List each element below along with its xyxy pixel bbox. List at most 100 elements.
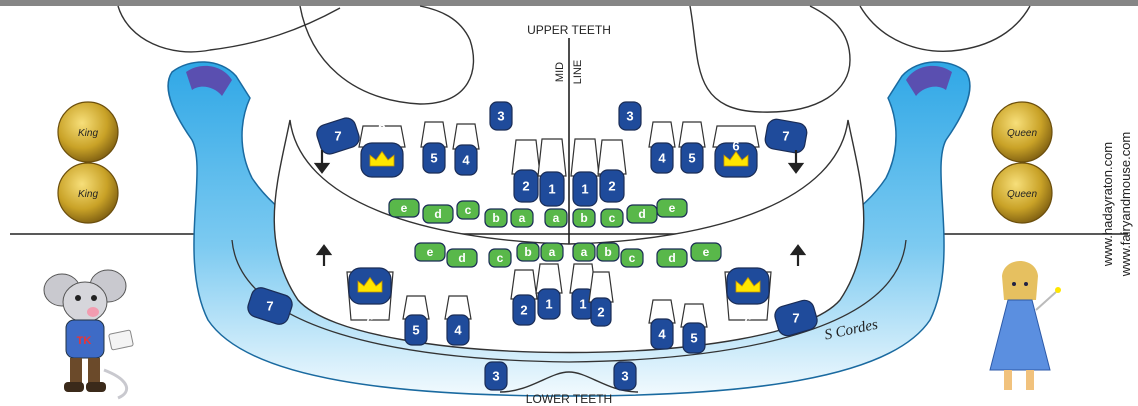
tooth-label: 3 (626, 109, 633, 124)
tooth-label: e (703, 245, 710, 259)
upper-permanent-tooth: 2 (512, 140, 540, 202)
lower-permanent-tooth: 2 (511, 270, 537, 325)
tooth-label: b (492, 211, 499, 225)
tooth-label: a (549, 245, 556, 259)
upper-primary-tooth: c (457, 201, 479, 219)
tooth-label: b (580, 211, 587, 225)
svg-text:TK: TK (77, 335, 92, 347)
fairy-mascot-icon (990, 261, 1061, 390)
tooth-label: 5 (412, 323, 419, 338)
tooth-label: a (553, 211, 560, 225)
upper-permanent-tooth: 6 (359, 119, 405, 177)
upper-primary-tooth: e (389, 199, 419, 217)
upper-primary-tooth: d (423, 205, 453, 223)
tooth-label: 3 (621, 369, 628, 384)
upper-permanent-tooth: 1 (538, 139, 566, 206)
svg-text:Queen: Queen (1007, 189, 1037, 200)
left-coins: King King (58, 102, 118, 223)
upper-primary-tooth: d (627, 205, 657, 223)
lower-primary-tooth: a (541, 243, 563, 261)
tooth-label: 1 (581, 182, 588, 197)
tooth-label: b (524, 245, 531, 259)
upper-permanent-tooth: 2 (598, 140, 626, 202)
lower-permanent-tooth: 6 (347, 268, 393, 330)
tooth-label: c (465, 203, 472, 217)
lower-permanent-tooth: 1 (536, 264, 562, 319)
cropped-header-text (0, 0, 1138, 6)
lower-primary-tooth: c (489, 249, 511, 267)
upper-primary-teeth: edcbaabcde (389, 199, 687, 227)
tooth-label: b (604, 245, 611, 259)
lower-primary-tooth: d (657, 249, 687, 267)
upper-permanent-tooth: 3 (619, 102, 641, 130)
tooth-label: 5 (430, 151, 437, 166)
tooth-label: 4 (462, 153, 470, 168)
tooth-label: 3 (492, 369, 499, 384)
tooth-label: e (427, 245, 434, 259)
tooth-label: d (458, 251, 465, 265)
lower-permanent-tooth: 5 (681, 304, 707, 353)
upper-permanent-tooth: 5 (421, 122, 447, 173)
right-coins: Queen Queen (992, 102, 1052, 223)
upper-permanent-tooth: 5 (679, 122, 705, 173)
lower-primary-tooth: a (573, 243, 595, 261)
tooth-label: 4 (658, 151, 666, 166)
upper-permanent-tooth: 3 (490, 102, 512, 130)
tooth-label: 4 (658, 327, 666, 342)
mouse-mascot-icon: TK (44, 270, 133, 398)
lower-teeth-label: LOWER TEETH (526, 392, 612, 406)
upper-primary-tooth: c (601, 209, 623, 227)
upper-permanent-tooth: 4 (649, 122, 675, 173)
tooth-label: 1 (545, 297, 552, 312)
tooth-label: 7 (782, 129, 789, 144)
lower-permanent-tooth: 2 (589, 272, 613, 326)
lower-primary-tooth: b (517, 243, 539, 261)
tooth-label: 5 (688, 151, 695, 166)
upper-permanent-tooth: 6 (713, 126, 759, 177)
lower-primary-tooth: d (447, 249, 477, 267)
tooth-label: 6 (732, 139, 739, 154)
upper-permanent-teeth: 76543211245637 (314, 102, 808, 206)
upper-permanent-tooth: 4 (453, 124, 479, 175)
svg-text:www.fairyandmouse.com: www.fairyandmouse.com (1118, 132, 1133, 278)
lower-permanent-tooth: 4 (445, 296, 471, 345)
upper-permanent-tooth: 7 (764, 118, 809, 154)
tooth-label: 1 (548, 182, 555, 197)
upper-permanent-tooth: 1 (571, 139, 599, 206)
upper-primary-tooth: a (511, 209, 533, 227)
upper-primary-tooth: b (485, 209, 507, 227)
tooth-label: 2 (608, 179, 615, 194)
lower-primary-tooth: c (621, 249, 643, 267)
tooth-label: 5 (690, 331, 697, 346)
upper-teeth-label: UPPER TEETH (527, 23, 611, 37)
tooth-label: e (669, 201, 676, 215)
tooth-label: 6 (378, 119, 385, 134)
lower-permanent-tooth: 3 (614, 362, 636, 390)
tooth-label: 7 (266, 299, 273, 314)
upper-primary-tooth: b (573, 209, 595, 227)
tooth-label: d (638, 207, 645, 221)
lower-primary-tooth: e (415, 243, 445, 261)
tooth-label: 2 (522, 179, 529, 194)
lower-primary-tooth: b (597, 243, 619, 261)
tooth-label: 6 (366, 315, 373, 330)
tooth-label: 4 (454, 323, 462, 338)
mid-label: MID (554, 62, 566, 82)
tooth-label: 2 (520, 303, 527, 318)
arrow-down-icon (790, 150, 802, 172)
tooth-label: d (434, 207, 441, 221)
upper-primary-tooth: e (657, 199, 687, 217)
lower-permanent-tooth: 3 (485, 362, 507, 390)
tooth-label: c (629, 251, 636, 265)
tooth-label: 6 (744, 315, 751, 330)
tooth-label: c (609, 211, 616, 225)
svg-text:Queen: Queen (1007, 128, 1037, 139)
tooth-label: d (668, 251, 675, 265)
site-credits: www.hadayraton.com www.fairyandmouse.com (1100, 132, 1133, 278)
svg-text:www.hadayraton.com: www.hadayraton.com (1100, 142, 1115, 267)
lower-permanent-tooth: 4 (649, 300, 675, 349)
tooth-label: 2 (597, 305, 604, 320)
svg-text:King: King (78, 128, 98, 139)
lower-permanent-tooth: 5 (403, 296, 429, 345)
